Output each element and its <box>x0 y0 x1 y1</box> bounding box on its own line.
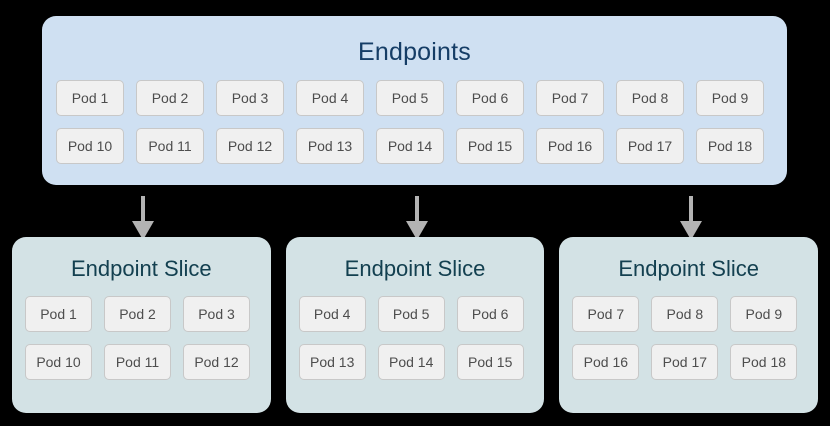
pod-chip: Pod 8 <box>616 80 684 116</box>
endpoint-slice-pod-row-2: Pod 16 Pod 17 Pod 18 <box>572 344 805 380</box>
pod-chip: Pod 16 <box>572 344 640 380</box>
endpoint-slice-pod-row-2: Pod 10 Pod 11 Pod 12 <box>25 344 258 380</box>
endpoints-pod-grid: Pod 1 Pod 2 Pod 3 Pod 4 Pod 5 Pod 6 Pod … <box>42 80 787 164</box>
pod-chip: Pod 12 <box>216 128 284 164</box>
arrow-down-icon <box>406 196 428 240</box>
endpoint-slice-panel-1: Endpoint Slice Pod 1 Pod 2 Pod 3 Pod 10 … <box>12 237 271 413</box>
pod-chip: Pod 5 <box>377 296 445 332</box>
pod-chip: Pod 18 <box>730 344 798 380</box>
endpoints-title: Endpoints <box>358 38 471 66</box>
arrow-head <box>132 221 154 240</box>
pod-chip: Pod 11 <box>104 344 171 380</box>
arrow-shaft <box>415 196 419 224</box>
endpoint-slice-pod-grid: Pod 1 Pod 2 Pod 3 Pod 10 Pod 11 Pod 12 <box>12 296 271 380</box>
arrow-down-icon <box>680 196 702 240</box>
endpoint-slice-panel-2: Endpoint Slice Pod 4 Pod 5 Pod 6 Pod 13 … <box>285 237 545 413</box>
pod-chip: Pod 14 <box>376 128 444 164</box>
arrow-head <box>406 221 428 240</box>
pod-chip: Pod 9 <box>730 296 798 332</box>
endpoints-pod-row-1: Pod 1 Pod 2 Pod 3 Pod 4 Pod 5 Pod 6 Pod … <box>56 80 773 116</box>
pod-chip: Pod 13 <box>296 128 364 164</box>
endpoint-slice-title: Endpoint Slice <box>71 256 212 281</box>
endpoint-slice-title: Endpoint Slice <box>344 256 486 281</box>
pod-chip: Pod 11 <box>136 128 204 164</box>
endpoint-slice-title: Endpoint Slice <box>618 256 759 281</box>
pod-chip: Pod 10 <box>56 128 124 164</box>
pod-chip: Pod 1 <box>56 80 124 116</box>
pod-chip: Pod 12 <box>183 344 250 380</box>
pod-chip: Pod 3 <box>183 296 250 332</box>
endpoint-slice-pod-grid: Pod 7 Pod 8 Pod 9 Pod 16 Pod 17 Pod 18 <box>559 296 818 380</box>
arrow-shaft <box>141 196 145 224</box>
pod-chip: Pod 15 <box>456 344 524 380</box>
arrow-down-icon <box>132 196 154 240</box>
endpoint-slice-panel-3: Endpoint Slice Pod 7 Pod 8 Pod 9 Pod 16 … <box>559 237 819 413</box>
pod-chip: Pod 13 <box>298 344 366 380</box>
pod-chip: Pod 10 <box>25 344 92 380</box>
pod-chip: Pod 8 <box>651 296 719 332</box>
endpoint-slice-pod-row-1: Pod 7 Pod 8 Pod 9 <box>572 296 805 332</box>
pod-chip: Pod 5 <box>376 80 444 116</box>
pod-chip: Pod 6 <box>456 80 524 116</box>
pod-chip: Pod 7 <box>536 80 604 116</box>
endpoint-slice-pod-row-1: Pod 4 Pod 5 Pod 6 <box>298 296 532 332</box>
arrow-shaft <box>689 196 693 224</box>
pod-chip: Pod 2 <box>136 80 204 116</box>
pod-chip: Pod 18 <box>696 128 764 164</box>
pod-chip: Pod 4 <box>298 296 366 332</box>
arrow-head <box>680 221 702 240</box>
pod-chip: Pod 17 <box>651 344 719 380</box>
pod-chip: Pod 1 <box>25 296 92 332</box>
pod-chip: Pod 2 <box>104 296 171 332</box>
endpoint-slice-pod-row-2: Pod 13 Pod 14 Pod 15 <box>298 344 532 380</box>
pod-chip: Pod 7 <box>572 296 640 332</box>
pod-chip: Pod 4 <box>296 80 364 116</box>
pod-chip: Pod 6 <box>456 296 524 332</box>
pod-chip: Pod 17 <box>616 128 684 164</box>
endpoint-slice-pod-row-1: Pod 1 Pod 2 Pod 3 <box>25 296 258 332</box>
pod-chip: Pod 14 <box>377 344 445 380</box>
endpoint-slices-row: Endpoint Slice Pod 1 Pod 2 Pod 3 Pod 10 … <box>12 237 819 413</box>
endpoint-slice-pod-grid: Pod 4 Pod 5 Pod 6 Pod 13 Pod 14 Pod 15 <box>286 296 545 380</box>
pod-chip: Pod 16 <box>536 128 604 164</box>
pod-chip: Pod 3 <box>216 80 284 116</box>
pod-chip: Pod 9 <box>696 80 764 116</box>
endpoints-pod-row-2: Pod 10 Pod 11 Pod 12 Pod 13 Pod 14 Pod 1… <box>56 128 773 164</box>
endpoints-panel: Endpoints Pod 1 Pod 2 Pod 3 Pod 4 Pod 5 … <box>42 16 787 185</box>
pod-chip: Pod 15 <box>456 128 524 164</box>
